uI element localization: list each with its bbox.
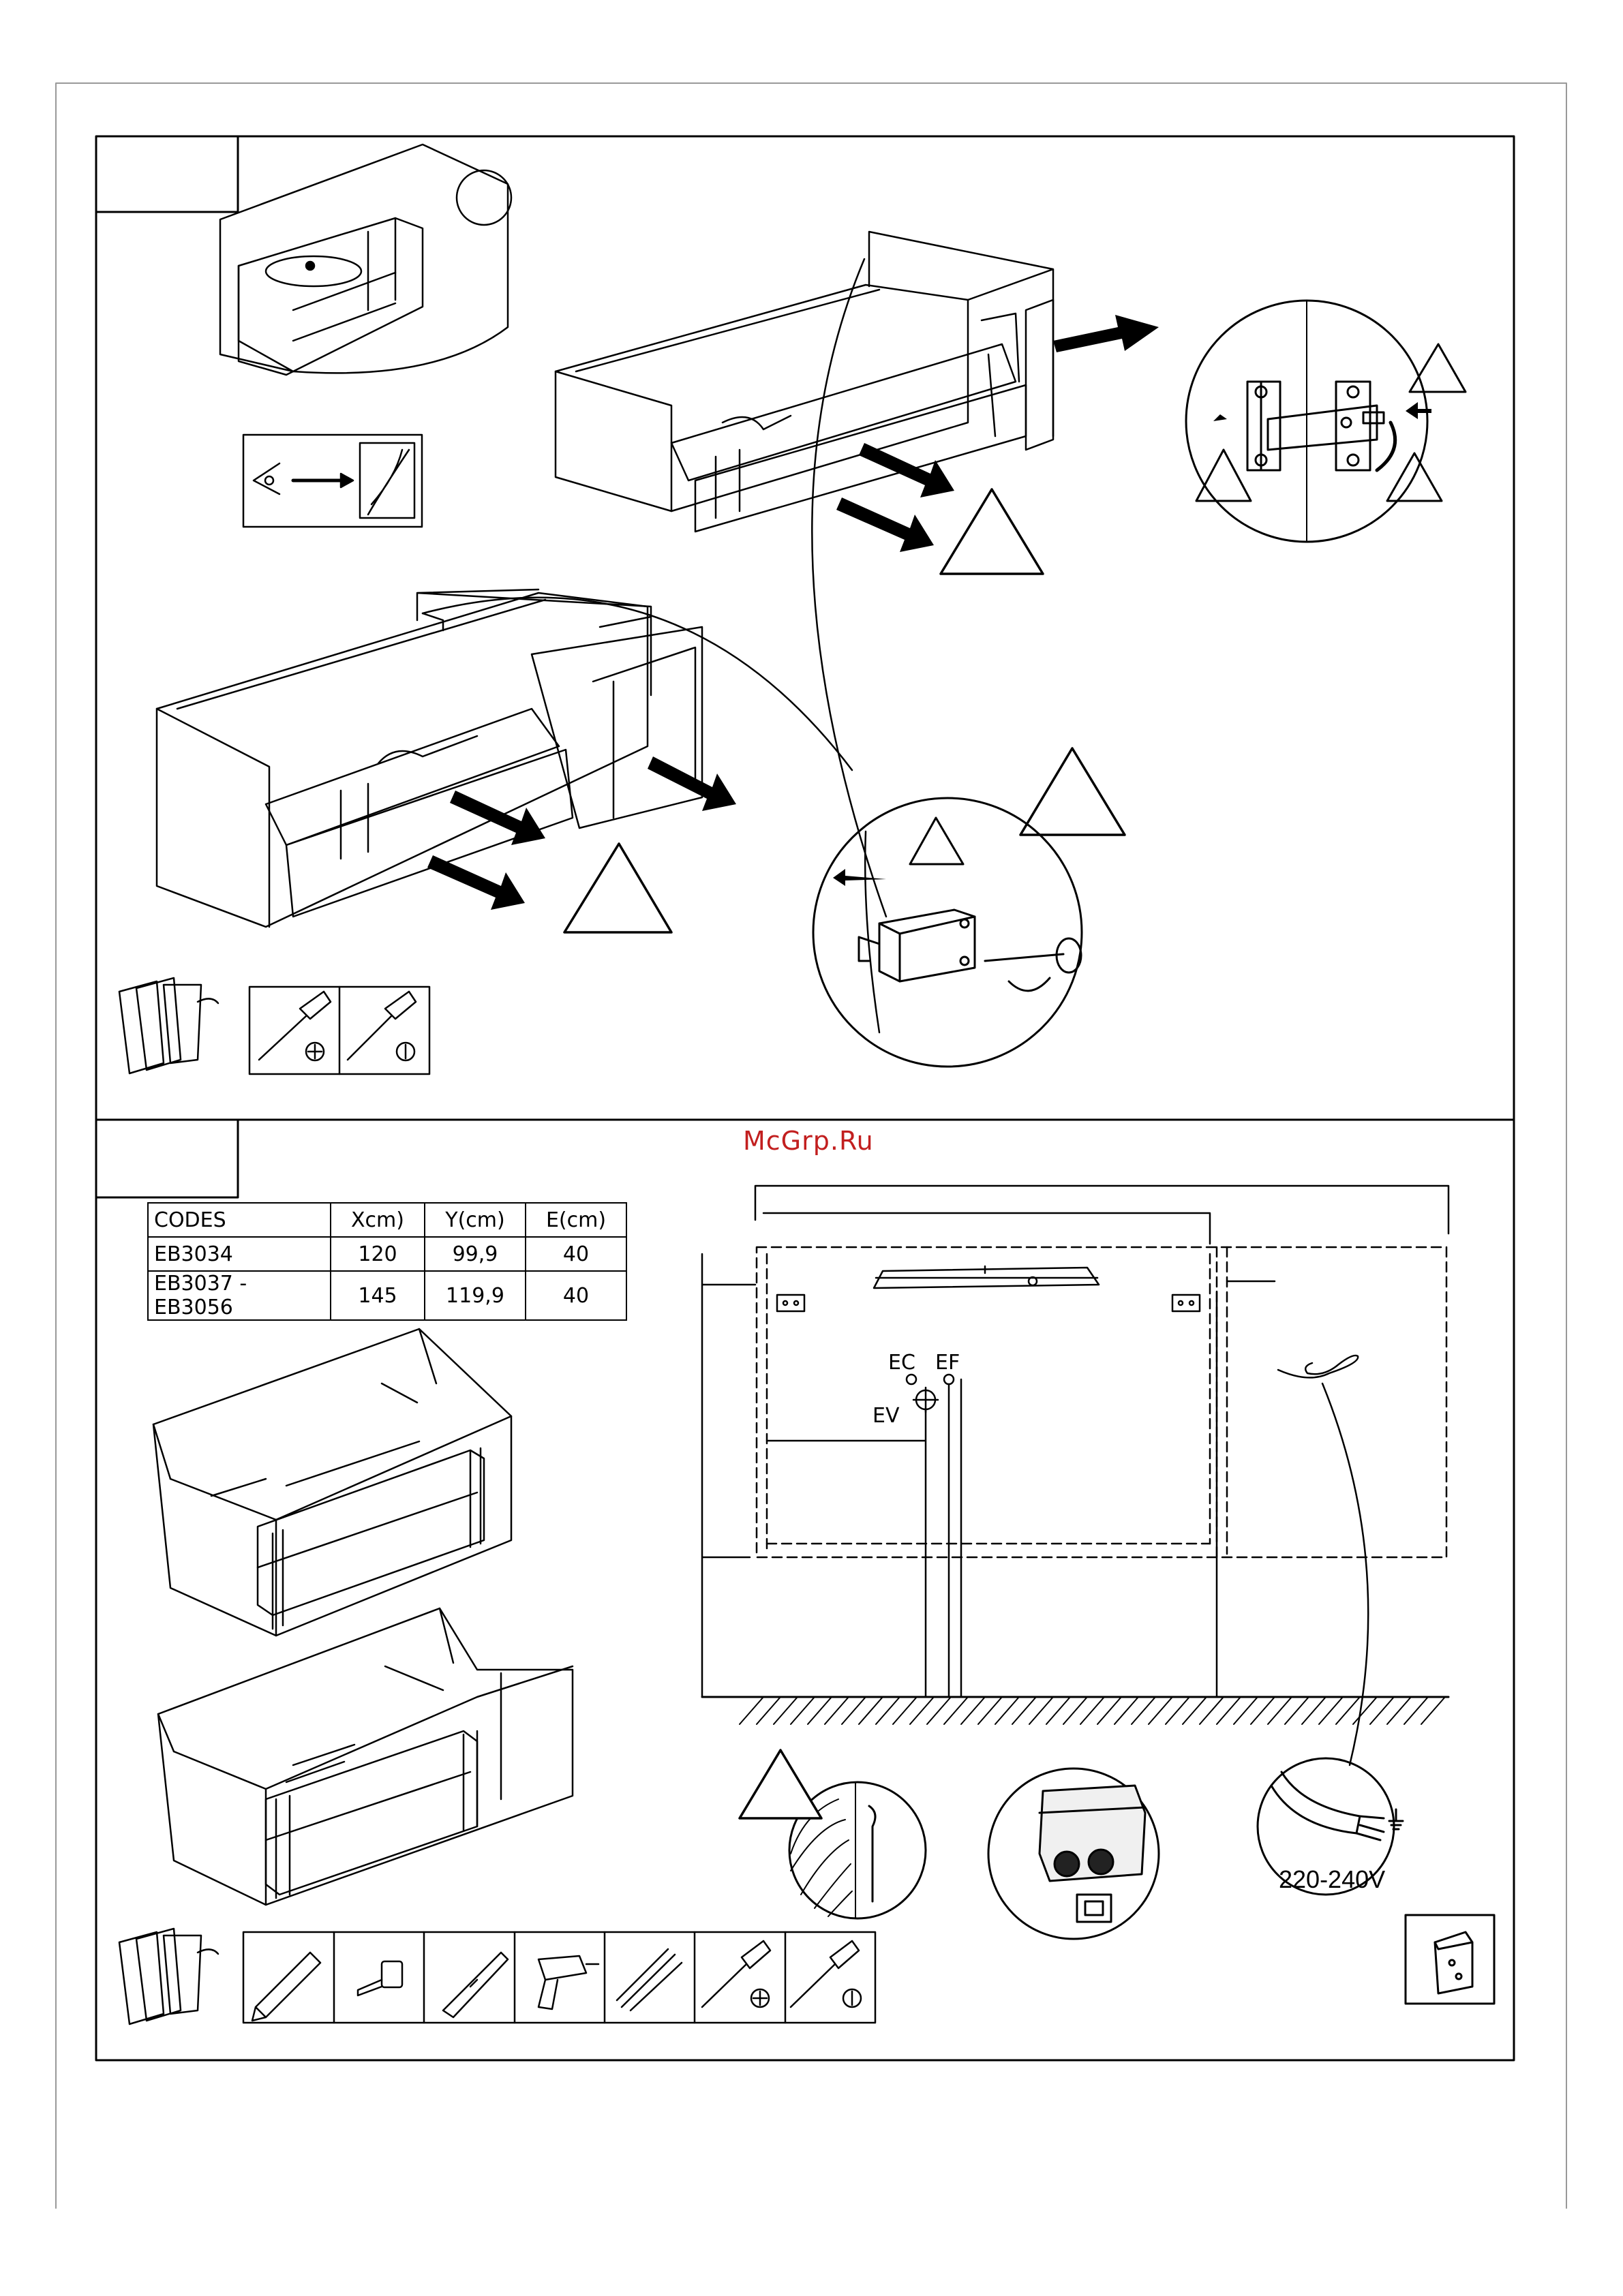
warning-triangle bbox=[941, 489, 1043, 574]
wall-layout-diagram bbox=[702, 1186, 1448, 1765]
watermark: McGrp.Ru bbox=[743, 1126, 874, 1156]
hardware-pack-icon bbox=[119, 978, 218, 1073]
warning-triangle bbox=[1020, 748, 1125, 835]
cell-e: 40 bbox=[526, 1237, 626, 1271]
detail-callout-line bbox=[812, 259, 886, 917]
screwdriver-phillips-icon bbox=[702, 1941, 770, 2007]
floor-hatch bbox=[740, 1697, 1445, 1724]
step-panel-top bbox=[96, 136, 1514, 1120]
header-x: Xcm) bbox=[331, 1203, 425, 1237]
warning-triangle bbox=[564, 844, 671, 932]
pull-arrows-upper bbox=[836, 315, 1159, 552]
warning-triangle bbox=[1410, 344, 1466, 392]
detail-callout-line bbox=[423, 598, 852, 770]
warning-triangle bbox=[1196, 450, 1251, 501]
cabinet-drawing-lower bbox=[157, 590, 702, 927]
wall-bracket-box bbox=[1406, 1915, 1494, 2004]
warning-triangle bbox=[740, 1750, 821, 1818]
cabinet-model-eb3034 bbox=[153, 1329, 511, 1636]
ev-label: EV bbox=[873, 1404, 899, 1428]
header-codes: CODES bbox=[148, 1203, 331, 1237]
ec-label: EC bbox=[888, 1351, 915, 1375]
cell-code: EB3037 - EB3056 bbox=[148, 1271, 331, 1320]
ef-label: EF bbox=[935, 1351, 960, 1375]
step-number-box-top bbox=[96, 136, 238, 212]
pull-arrows-lower bbox=[427, 756, 736, 910]
pull-arrow bbox=[833, 869, 886, 886]
drill-icon bbox=[539, 1956, 598, 2009]
table-row: EB3037 - EB3056 145 119,9 40 bbox=[148, 1271, 626, 1320]
dimensions-table: CODES Xcm) Y(cm) E(cm) EB3034 120 99,9 4… bbox=[147, 1202, 627, 1321]
tool-box-top bbox=[249, 987, 429, 1074]
cell-x: 145 bbox=[331, 1271, 425, 1320]
pencil-icon bbox=[252, 1953, 320, 2021]
drill-bits-icon bbox=[617, 1949, 682, 2010]
screwdriver-flat-icon bbox=[348, 992, 416, 1060]
cell-x: 120 bbox=[331, 1237, 425, 1271]
hinge-detail bbox=[1186, 301, 1427, 542]
cabinet-drawing-upper bbox=[556, 232, 1053, 532]
cell-y: 99,9 bbox=[425, 1237, 526, 1271]
step-number-box-bottom bbox=[96, 1120, 238, 1197]
inspect-wall-icon bbox=[243, 435, 422, 527]
table-header-row: CODES Xcm) Y(cm) E(cm) bbox=[148, 1203, 626, 1237]
hardware-pack-icon bbox=[119, 1929, 218, 2024]
voltage-label: 220-240V bbox=[1279, 1865, 1385, 1894]
cabinet-model-eb3037 bbox=[158, 1608, 573, 1905]
table-row: EB3034 120 99,9 40 bbox=[148, 1237, 626, 1271]
warning-triangle bbox=[910, 818, 963, 864]
tape-measure-icon bbox=[358, 1961, 402, 1995]
header-e: E(cm) bbox=[526, 1203, 626, 1237]
spirit-level-icon bbox=[443, 1953, 508, 2017]
cell-y: 119,9 bbox=[425, 1271, 526, 1320]
cell-code: EB3034 bbox=[148, 1237, 331, 1271]
cell-e: 40 bbox=[526, 1271, 626, 1320]
bathroom-overview-icon bbox=[220, 144, 511, 375]
screwdriver-flat-icon bbox=[791, 1941, 861, 2007]
junction-box-detail bbox=[988, 1769, 1159, 1939]
screwdriver-phillips-icon bbox=[259, 992, 331, 1060]
header-y: Y(cm) bbox=[425, 1203, 526, 1237]
